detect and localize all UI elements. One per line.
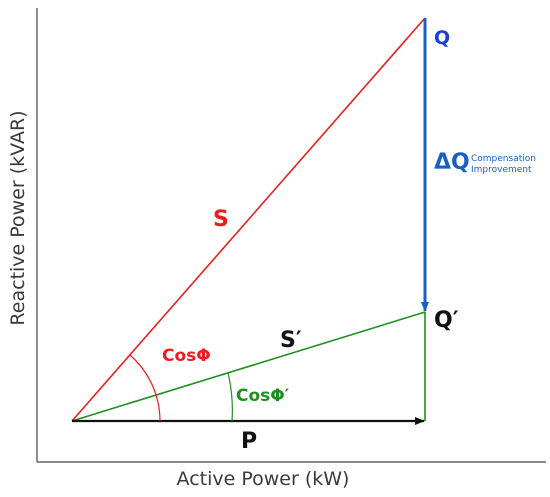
- y-axis-title: Reactive Power (kVAR): [7, 110, 29, 325]
- q-prime-label: Q′: [434, 308, 459, 333]
- p-label: P: [241, 429, 257, 454]
- cos-phi-prime-angle-arc: [227, 372, 233, 422]
- x-axis-title: Active Power (kW): [177, 468, 350, 490]
- apparent-power-s-prime-line: [71, 311, 426, 422]
- q-label: Q: [434, 27, 450, 49]
- apparent-power-s-line: [71, 17, 426, 422]
- delta-q-label: ΔQ: [434, 150, 470, 175]
- compensation-note-line1: Compensation: [471, 154, 536, 164]
- compensation-note-line2: Improvement: [471, 165, 532, 175]
- cos-phi-angle-arc: [129, 354, 161, 422]
- cos-phi-label: CosΦ: [162, 346, 211, 366]
- cos-phi-prime-label: CosΦ′: [236, 386, 290, 406]
- s-prime-label: S′: [280, 328, 302, 353]
- s-label: S: [213, 207, 229, 232]
